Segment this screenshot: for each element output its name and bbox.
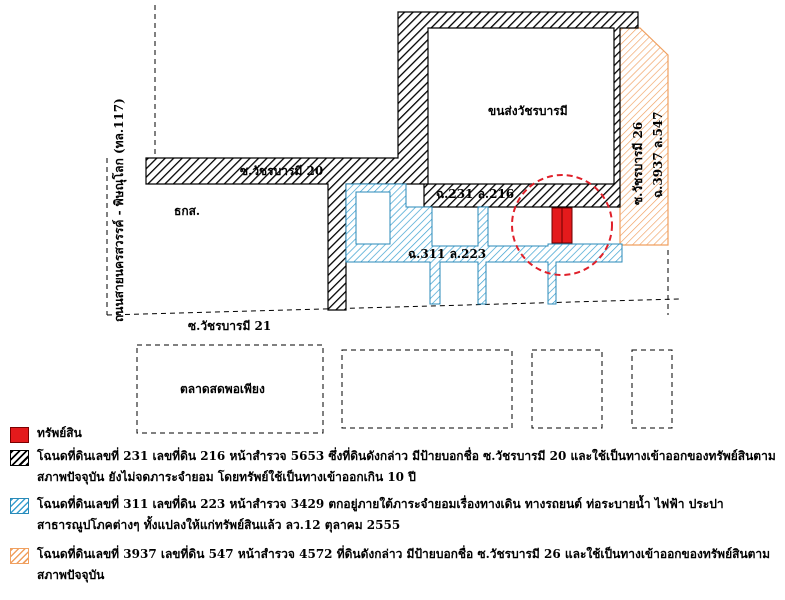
parcel-311 — [345, 183, 623, 305]
parcel-231 — [145, 11, 639, 311]
label-road117: ถนนสายนครสวรรค์ - พิษณุโลก (ทล.117) — [111, 98, 127, 322]
dashed-boundaries — [106, 5, 681, 316]
label-bus-station: ขนส่งวัชรบารมี — [488, 104, 568, 118]
label-soi26: ซ.วัชรบารมี 26 — [631, 122, 645, 205]
property-marker — [551, 207, 573, 244]
neighbor-blocks — [136, 344, 673, 434]
label-deed231: ฉ.231 ล.216 — [436, 187, 514, 201]
property-highlight-circle — [511, 174, 613, 276]
label-soi21: ซ.วัชรบารมี 21 — [188, 319, 271, 333]
label-soi20: ซ.วัชรบารมี 20 — [240, 164, 323, 178]
label-baac: ธกส. — [174, 204, 200, 218]
label-market: ตลาดสดพอเพียง — [180, 382, 265, 396]
label-deed311: ฉ.311 ล.223 — [408, 247, 486, 261]
label-deed3937: ฉ.3937 ล.547 — [651, 111, 665, 198]
